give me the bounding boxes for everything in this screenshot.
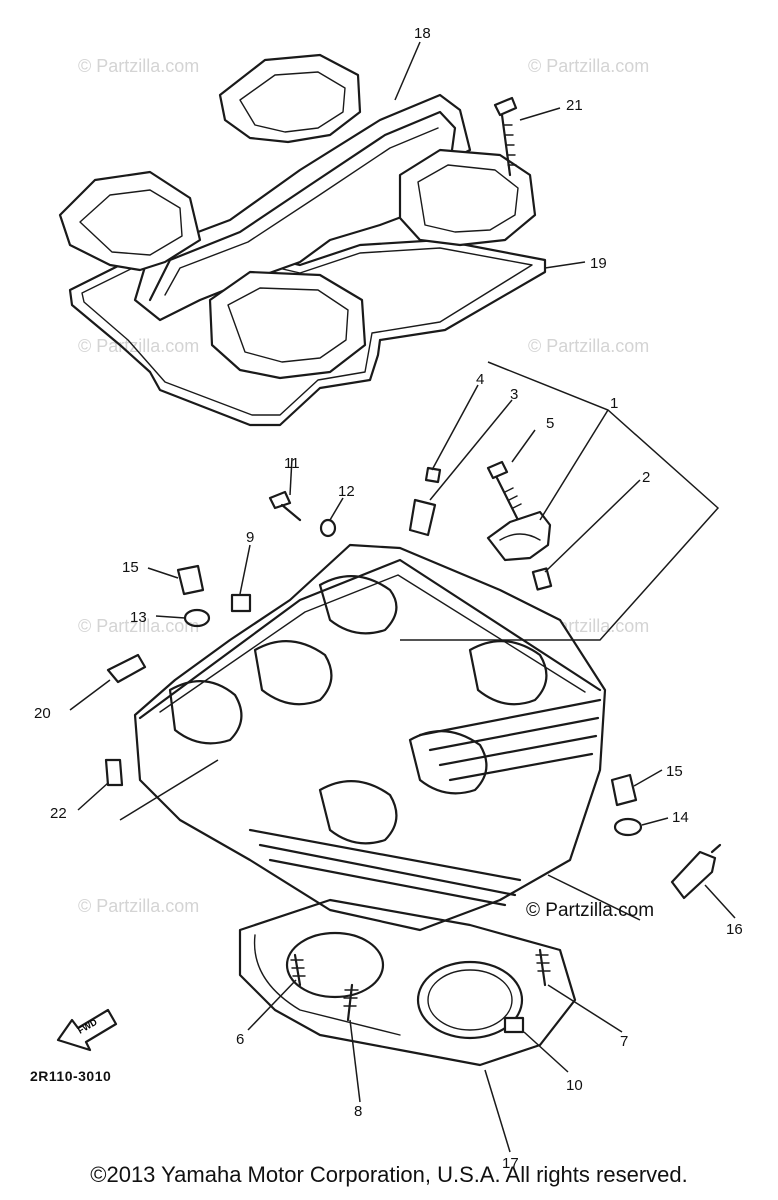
stud-8 <box>346 983 354 1022</box>
front-arrow <box>56 1008 118 1052</box>
callouts: 18 21 19 4 3 1 5 2 11 12 9 15 13 20 22 1… <box>34 25 743 1172</box>
callout-8: 8 <box>354 1103 362 1120</box>
pin-4 <box>424 466 442 484</box>
watermark: © Partzilla.com <box>78 56 199 76</box>
bolt-5 <box>486 460 520 522</box>
callout-18: 18 <box>414 25 431 42</box>
callout-14: 14 <box>672 809 689 826</box>
callout-16: 16 <box>726 921 743 938</box>
small-parts: FWD <box>56 460 722 1052</box>
watermark: © Partzilla.com <box>78 336 199 356</box>
dowel-10 <box>503 1016 525 1034</box>
watermark: © Partzilla.com <box>528 56 649 76</box>
callout-15-right: 15 <box>666 763 683 780</box>
callout-20: 20 <box>34 705 51 722</box>
watermarks: © Partzilla.com © Partzilla.com © Partzi… <box>78 56 649 916</box>
dowel-3 <box>408 498 437 537</box>
watermark: © Partzilla.com <box>78 616 199 636</box>
cylinder-head-assembly <box>133 543 607 1067</box>
callout-13: 13 <box>130 609 147 626</box>
callout-9: 9 <box>246 529 254 546</box>
stud-7 <box>538 948 547 987</box>
callout-10: 10 <box>566 1077 583 1094</box>
callout-17: 17 <box>502 1155 519 1172</box>
bolt-11 <box>268 490 302 522</box>
callout-6: 6 <box>236 1031 244 1048</box>
callout-19: 19 <box>590 255 607 272</box>
callout-5: 5 <box>546 415 554 432</box>
plug-15-right <box>610 773 638 807</box>
sensor-16 <box>670 850 717 900</box>
callout-1: 1 <box>610 395 618 412</box>
diagram-reference: 2R110-3010 <box>30 1068 112 1084</box>
cover-gasket <box>68 238 547 427</box>
callout-4: 4 <box>476 371 484 388</box>
callout-12: 12 <box>338 483 355 500</box>
callout-2: 2 <box>642 469 650 486</box>
callout-3: 3 <box>510 386 518 403</box>
watermark: © Partzilla.com <box>78 896 199 916</box>
watermark: © Partzilla.com <box>528 336 649 356</box>
washer-14 <box>613 817 643 837</box>
cylinder-head <box>133 543 607 932</box>
main-watermark: © Partzilla.com <box>526 900 654 921</box>
callout-7: 7 <box>620 1033 628 1050</box>
cam-cap <box>486 510 552 562</box>
callout-21: 21 <box>566 97 583 114</box>
copyright-notice: ©2013 Yamaha Motor Corporation, U.S.A. A… <box>90 1162 688 1187</box>
dowel-2 <box>531 567 553 591</box>
nut-9 <box>230 593 252 613</box>
part-20 <box>106 653 147 684</box>
dowel-22 <box>104 758 124 787</box>
head-cover-assembly <box>58 53 547 427</box>
head-gasket <box>238 898 577 1067</box>
callout-22: 22 <box>50 805 67 822</box>
plug-15-left <box>176 564 205 596</box>
washer-12 <box>319 518 337 538</box>
callout-11: 11 <box>284 455 300 472</box>
callout-15-left: 15 <box>122 559 139 576</box>
leader-lines <box>69 41 736 1153</box>
